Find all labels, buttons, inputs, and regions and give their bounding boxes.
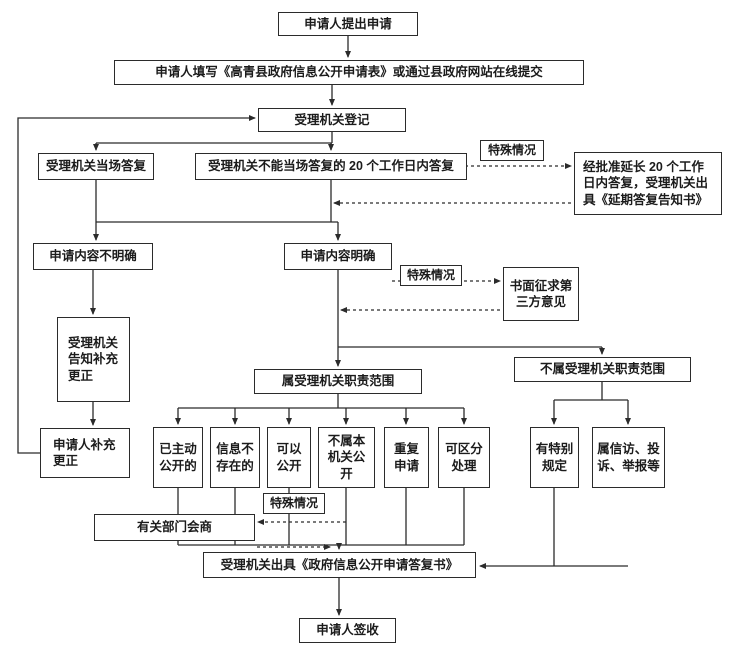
node-fill-form: 申请人填写《高青县政府信息公开申请表》或通过县政府网站在线提交 bbox=[114, 60, 584, 85]
node-special-case-1: 特殊情况 bbox=[480, 140, 544, 161]
node-already-public: 已主动公开的 bbox=[153, 427, 203, 488]
node-sign-receipt: 申请人签收 bbox=[299, 618, 396, 643]
node-dept-consult: 有关部门会商 bbox=[94, 514, 255, 541]
node-special-case-3: 特殊情况 bbox=[263, 493, 325, 514]
node-deadline-reply: 受理机关不能当场答复的 20 个工作日内答复 bbox=[195, 153, 467, 180]
node-applicant-supplement: 申请人补充更正 bbox=[40, 428, 130, 478]
node-in-scope: 属受理机关职责范围 bbox=[254, 369, 422, 394]
node-third-party-opinion: 书面征求第三方意见 bbox=[503, 267, 579, 321]
node-notify-supplement: 受理机关告知补充更正 bbox=[57, 317, 130, 402]
node-not-this-org: 不属本机关公开 bbox=[318, 427, 375, 488]
node-content-unclear: 申请内容不明确 bbox=[33, 243, 153, 270]
node-special-case-2: 特殊情况 bbox=[400, 265, 462, 286]
node-extension-reply: 经批准延长 20 个工作日内答复，受理机关出具《延期答复告知书》 bbox=[574, 152, 722, 215]
node-register: 受理机关登记 bbox=[258, 108, 406, 132]
node-separable: 可区分处理 bbox=[438, 427, 490, 488]
node-content-clear: 申请内容明确 bbox=[284, 243, 392, 270]
node-out-of-scope: 不属受理机关职责范围 bbox=[514, 357, 691, 382]
node-onspot-reply: 受理机关当场答复 bbox=[38, 153, 154, 180]
node-special-rules: 有特别规定 bbox=[530, 427, 579, 488]
node-can-disclose: 可以公开 bbox=[267, 427, 311, 488]
node-petition-complaint: 属信访、投诉、举报等 bbox=[592, 427, 665, 488]
node-applicant-submit: 申请人提出申请 bbox=[278, 12, 418, 36]
node-repeat-apply: 重复申请 bbox=[384, 427, 429, 488]
node-issue-reply: 受理机关出具《政府信息公开申请答复书》 bbox=[203, 552, 476, 578]
node-info-not-exist: 信息不存在的 bbox=[210, 427, 260, 488]
